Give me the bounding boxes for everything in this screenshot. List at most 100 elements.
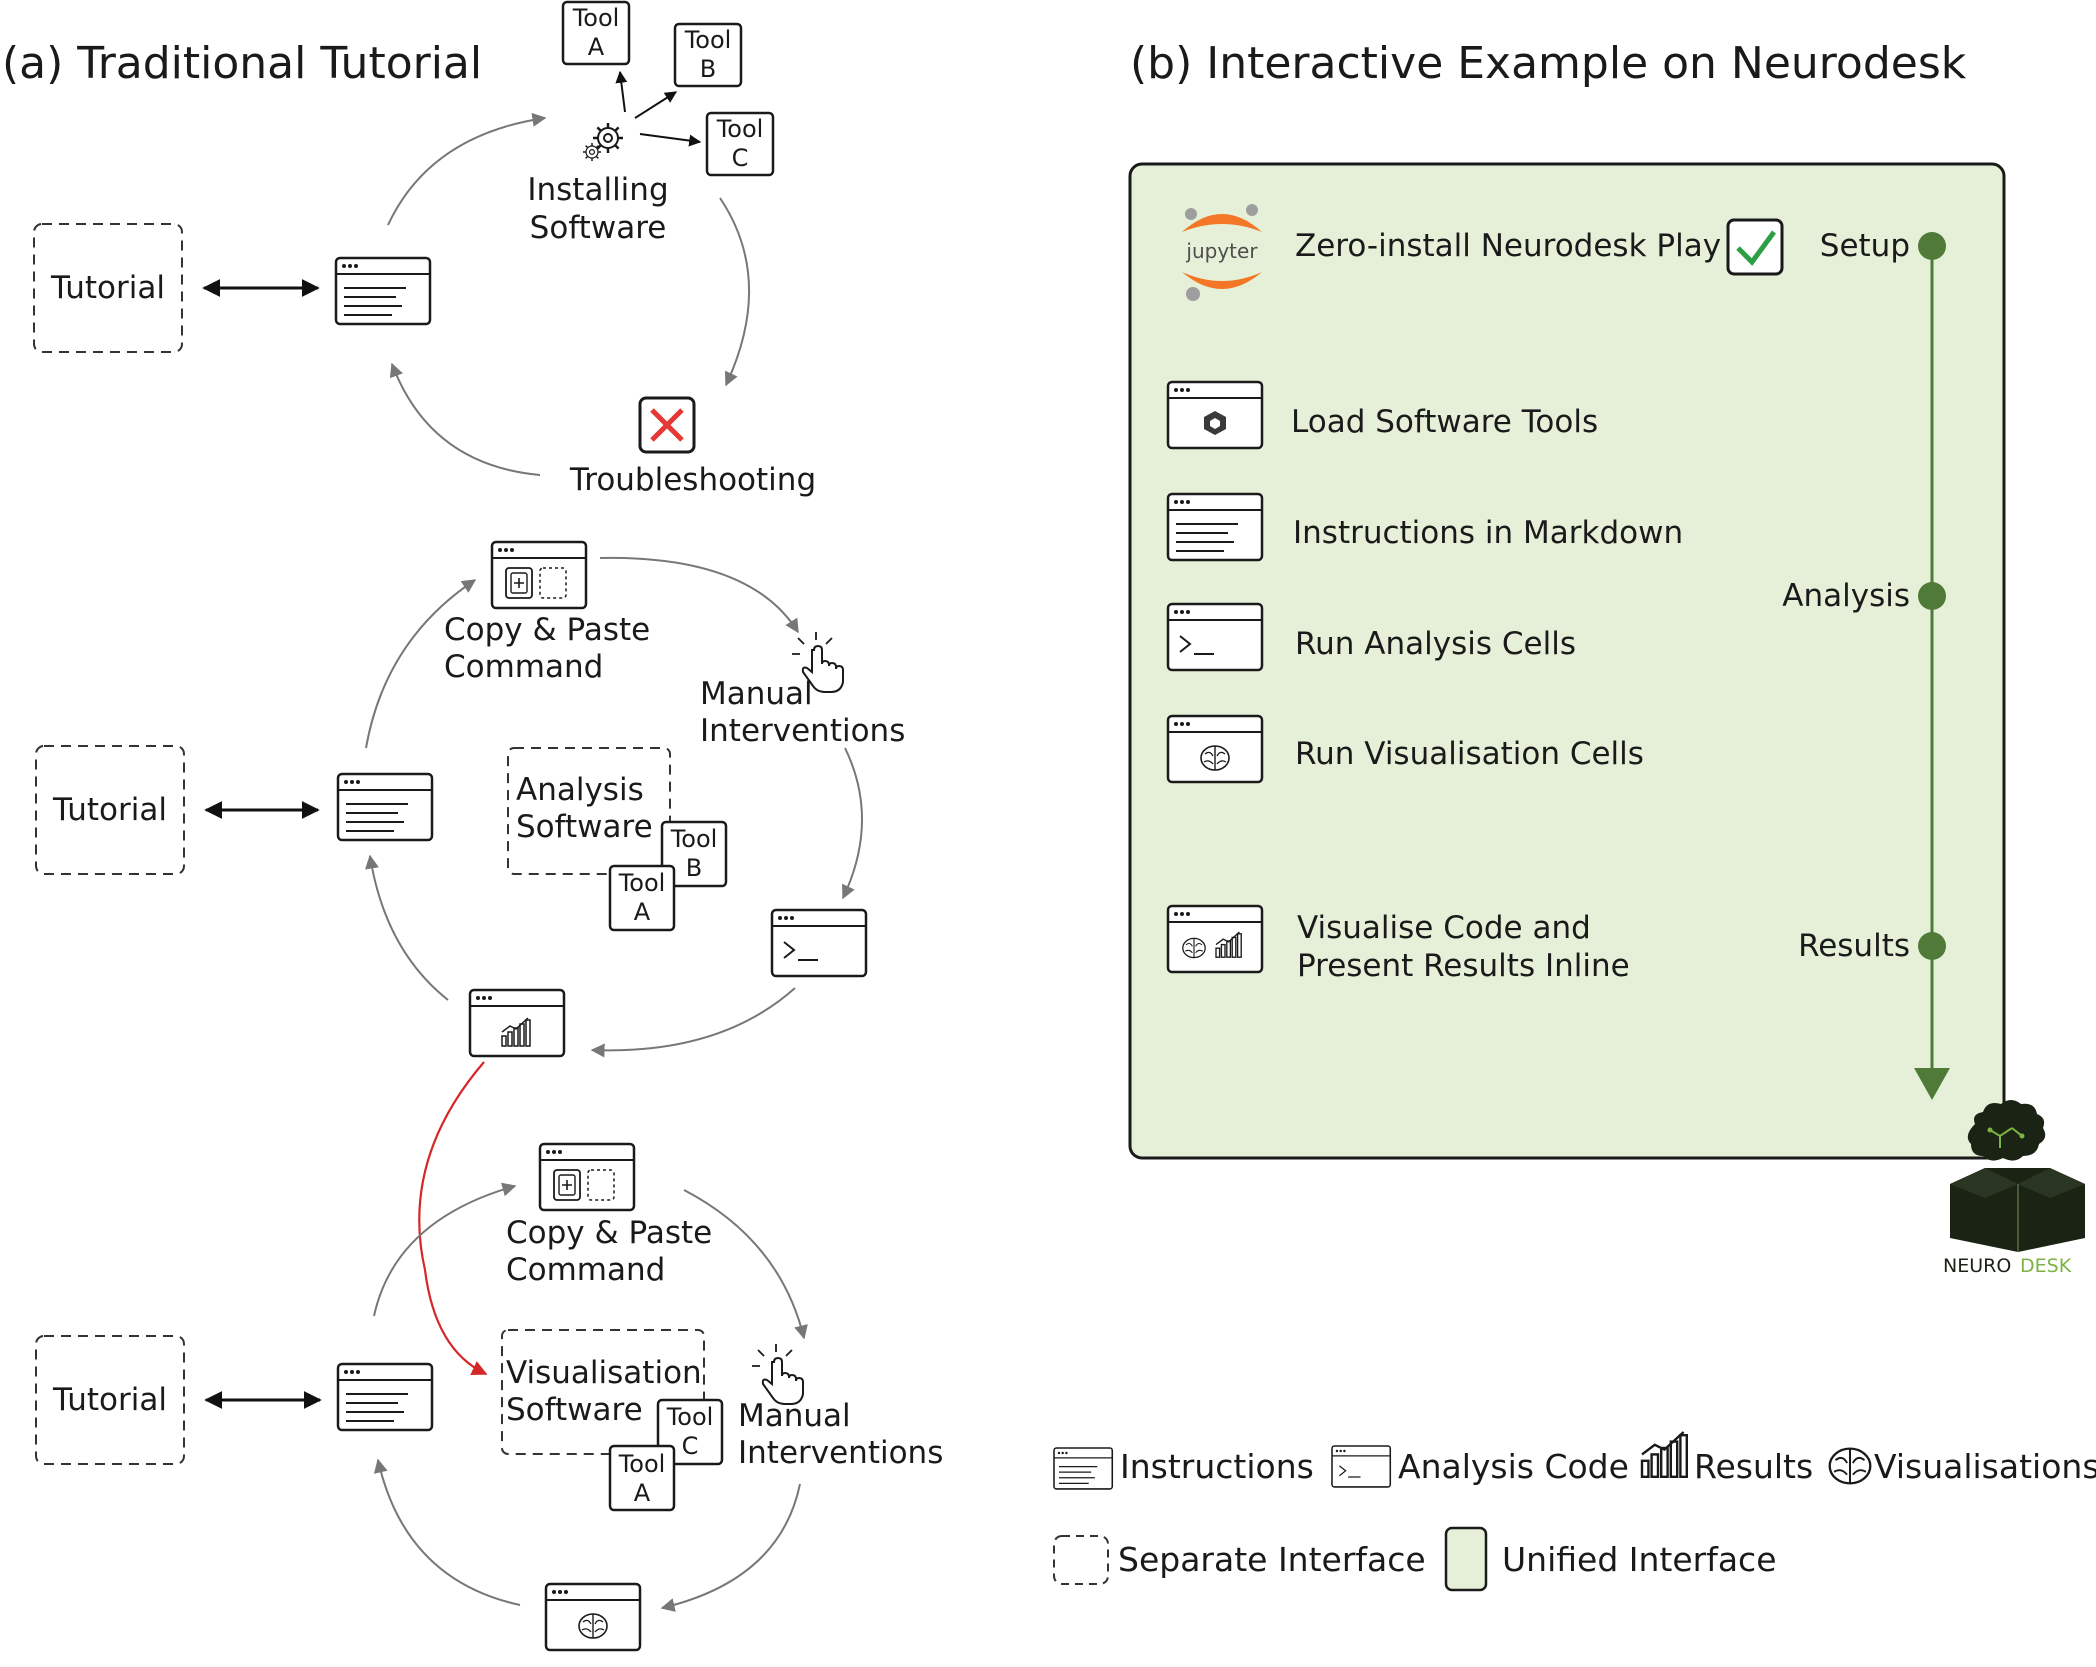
- manual-interventions-label: Interventions: [700, 713, 905, 749]
- legend-visualisations-icon: [1828, 1447, 1872, 1485]
- svg-text:C: C: [682, 1432, 699, 1460]
- svg-text:Tool: Tool: [670, 825, 718, 853]
- cycle-arrow: [365, 579, 477, 749]
- tutorial-label-3: Tutorial: [52, 1382, 167, 1418]
- visualisation-window-icon: [546, 1584, 640, 1650]
- instructions-window-icon: [1168, 494, 1262, 560]
- cycle-arrow: [387, 112, 547, 226]
- legend-visualisations: Visualisations: [1874, 1447, 2096, 1486]
- step-zero-install: Zero-install Neurodesk Play: [1295, 228, 1721, 264]
- analysis-software-label: Analysis: [516, 772, 644, 808]
- tool-b-box: Tool B: [673, 22, 743, 88]
- instructions-window-icon: [338, 774, 432, 840]
- installing-label: Software: [530, 210, 667, 246]
- cycle-arrow: [365, 854, 449, 1001]
- legend-results: Results: [1694, 1447, 1813, 1486]
- legend-unified: Unified Interface: [1502, 1540, 1777, 1579]
- cycle-arrow: [590, 987, 796, 1058]
- legend: Instructions Analysis Code Results Visua…: [1053, 1430, 2096, 1592]
- cycle-arrow: [599, 556, 799, 634]
- cycle-arrow: [719, 197, 751, 387]
- copy-paste-window-icon: [540, 1144, 634, 1210]
- svg-text:Tool: Tool: [716, 115, 764, 143]
- instructions-window-icon: [338, 1364, 432, 1430]
- results-window-icon: [470, 990, 564, 1056]
- step-visualise-code: Present Results Inline: [1297, 948, 1630, 984]
- manual-interventions-label: Interventions: [738, 1435, 943, 1471]
- cycle-arrow: [683, 1189, 808, 1340]
- visualisation-software-label: Software: [506, 1392, 643, 1428]
- error-cross-icon: [638, 396, 696, 454]
- copy-paste-window-icon: [492, 542, 586, 608]
- svg-text:A: A: [634, 898, 651, 926]
- svg-text:A: A: [634, 1479, 651, 1507]
- neurodesk-wordmark-neuro: NEURO: [1943, 1255, 2011, 1277]
- svg-text:Tool: Tool: [618, 1450, 666, 1478]
- red-transition-arrow: [418, 1061, 488, 1376]
- jupyter-logo-icon: jupyter: [1182, 204, 1262, 301]
- tool-c-box: Tool C: [705, 111, 775, 177]
- svg-text:C: C: [732, 144, 749, 172]
- timeline-arrowhead: [1914, 1068, 1950, 1100]
- svg-text:Tool: Tool: [666, 1403, 714, 1431]
- software-tools-window-icon: [1168, 382, 1262, 448]
- cycle-arrow: [842, 747, 863, 900]
- unified-interface-panel: [1128, 162, 2006, 1160]
- svg-text:A: A: [588, 33, 605, 61]
- neurodesk-wordmark-desk: DESK: [2020, 1255, 2072, 1277]
- timeline-label-setup: Setup: [1820, 228, 1910, 264]
- step-visualise-code: Visualise Code and: [1297, 910, 1591, 946]
- copy-paste-label: Command: [444, 649, 603, 685]
- step-run-visualisation: Run Visualisation Cells: [1295, 736, 1644, 772]
- tool-b-box: Tool B: [660, 820, 728, 888]
- svg-text:Tool: Tool: [618, 869, 666, 897]
- tool-a-box: Tool A: [608, 864, 676, 932]
- instructions-window-icon: [336, 258, 430, 324]
- legend-separate-swatch: [1053, 1535, 1109, 1585]
- manual-interventions-label: Manual: [700, 676, 813, 712]
- jupyter-wordmark: jupyter: [1185, 239, 1258, 263]
- cycle-arrow: [373, 1182, 517, 1317]
- step-instructions: Instructions in Markdown: [1293, 515, 1683, 551]
- svg-text:B: B: [686, 854, 702, 882]
- timeline: Setup Analysis Results: [1782, 228, 1950, 1100]
- troubleshooting-label: Troubleshooting: [569, 462, 816, 498]
- copy-paste-label: Copy & Paste: [506, 1215, 712, 1251]
- code-results-window-icon: [1166, 904, 1264, 974]
- check-icon: [1726, 218, 1784, 276]
- timeline-dot-results: [1918, 932, 1946, 960]
- svg-text:Tool: Tool: [572, 4, 620, 32]
- legend-analysis-code: Analysis Code: [1398, 1447, 1629, 1486]
- cycle-arrow: [389, 362, 541, 476]
- cycle-2: Tutorial Copy & Paste Command Manual Int…: [35, 542, 905, 1058]
- legend-separate: Separate Interface: [1118, 1540, 1426, 1579]
- pointing-hand-icon: [751, 1343, 804, 1405]
- legend-analysis-code-icon: [1332, 1446, 1390, 1487]
- legend-instructions-icon: [1054, 1448, 1112, 1489]
- cycle-arrow: [660, 1483, 801, 1612]
- tool-a-box: Tool A: [608, 1444, 676, 1512]
- gear-icon: [582, 121, 625, 162]
- copy-paste-label: Command: [506, 1252, 665, 1288]
- analysis-software-label: Software: [516, 809, 653, 845]
- terminal-window-icon: [772, 910, 866, 976]
- svg-text:Tool: Tool: [684, 26, 732, 54]
- cycle-3: Tutorial Copy & Paste Command Manual Int…: [35, 1144, 943, 1650]
- copy-paste-label: Copy & Paste: [444, 612, 650, 648]
- visualisation-window-icon: [1168, 716, 1262, 782]
- visualisation-software-box: [501, 1329, 705, 1455]
- tutorial-label-1: Tutorial: [50, 270, 165, 306]
- step-load-software: Load Software Tools: [1291, 404, 1598, 440]
- timeline-dot-setup: [1918, 232, 1946, 260]
- legend-results-icon: [1640, 1430, 1689, 1479]
- panel-a-title: (a) Traditional Tutorial: [2, 38, 482, 89]
- step-run-analysis: Run Analysis Cells: [1295, 626, 1576, 662]
- manual-interventions-label: Manual: [738, 1398, 851, 1434]
- panel-b-title: (b) Interactive Example on Neurodesk: [1130, 38, 1967, 89]
- installing-label: Installing: [527, 172, 668, 208]
- tool-a-box: Tool A: [561, 0, 631, 66]
- terminal-window-icon: [1168, 604, 1262, 670]
- legend-unified-swatch: [1444, 1526, 1488, 1592]
- neurodesk-logo: NEURO DESK: [1943, 1100, 2085, 1277]
